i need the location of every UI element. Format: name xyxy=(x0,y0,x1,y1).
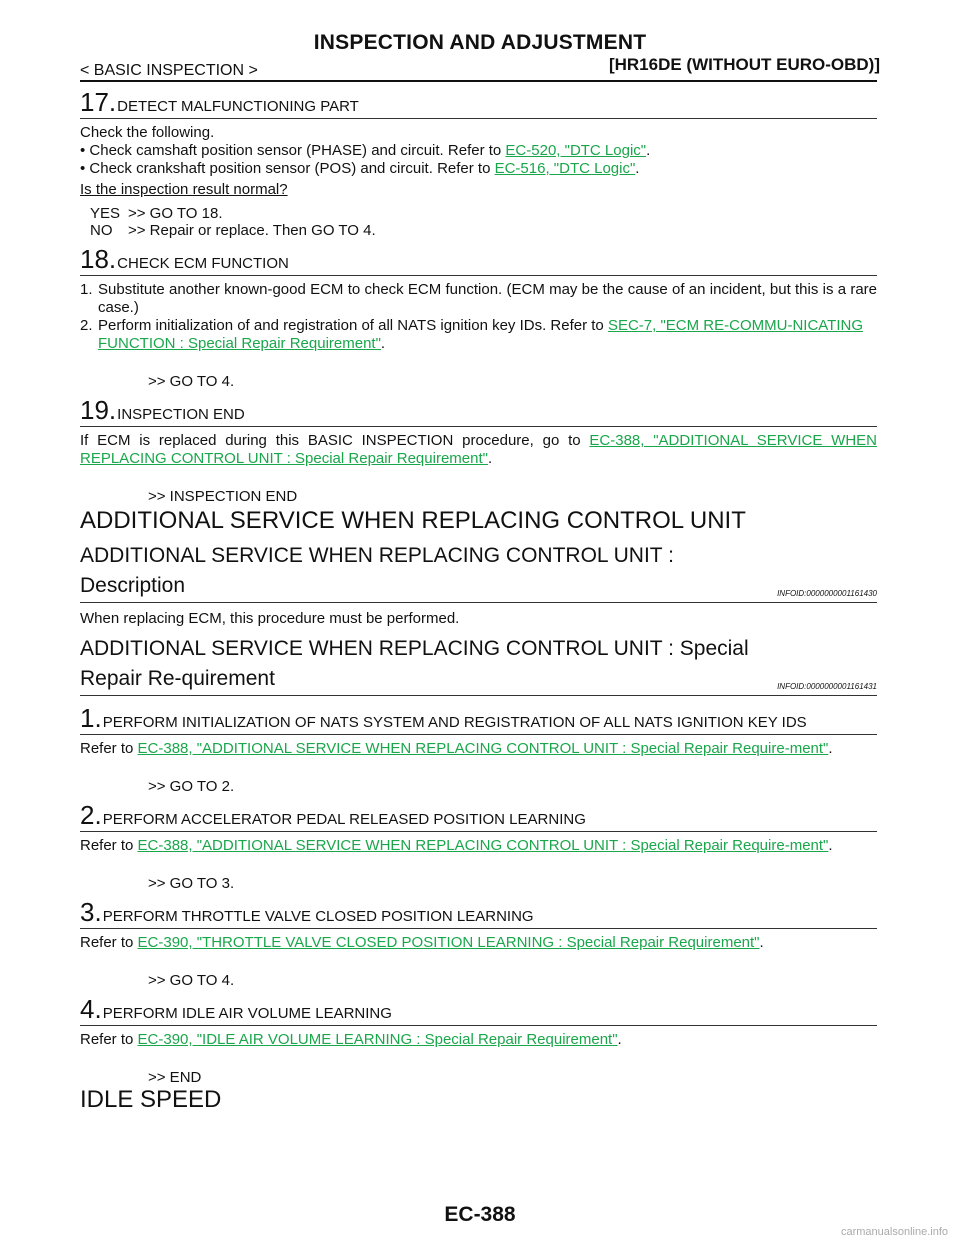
step-heading: 3. PERFORM THROTTLE VALVE CLOSED POSITIO… xyxy=(80,898,877,929)
breadcrumb: < BASIC INSPECTION > xyxy=(80,62,258,79)
step-title: PERFORM INITIALIZATION OF NATS SYSTEM AN… xyxy=(102,714,807,731)
page-title: INSPECTION AND ADJUSTMENT xyxy=(313,31,647,54)
info-id: INFOID:0000000001161431 xyxy=(777,682,877,691)
step-number: 1. xyxy=(80,703,102,733)
goto-text: >> GO TO 4. xyxy=(148,972,235,989)
intro-text: Check the following. xyxy=(80,124,215,141)
srr-step: 2. PERFORM ACCELERATOR PEDAL RELEASED PO… xyxy=(80,801,877,892)
no-label: NO xyxy=(90,222,113,239)
list-item: 2.Perform initialization of and registra… xyxy=(80,317,863,352)
description-heading: ADDITIONAL SERVICE WHEN REPLACING CONTRO… xyxy=(80,541,877,603)
header-rule xyxy=(80,80,877,82)
step-18-list: 1.Substitute another known-good ECM to c… xyxy=(80,281,877,353)
step-18-heading: 18. CHECK ECM FUNCTION xyxy=(80,245,877,276)
sec-7-link[interactable]: SEC-7, "ECM RE-COMMU-NICATING FUNCTION :… xyxy=(98,317,863,352)
list-item: 1.Substitute another known-good ECM to c… xyxy=(80,281,877,316)
step-title: DETECT MALFUNCTIONING PART xyxy=(117,98,359,115)
step-body: Refer to EC-390, "THROTTLE VALVE CLOSED … xyxy=(80,934,764,951)
page-number: EC-388 xyxy=(444,1203,516,1226)
yes-text: >> GO TO 18. xyxy=(128,205,223,222)
ec-390-link[interactable]: EC-390, "IDLE AIR VOLUME LEARNING : Spec… xyxy=(137,1031,618,1048)
ec-390-link[interactable]: EC-390, "THROTTLE VALVE CLOSED POSITION … xyxy=(137,934,760,951)
description-text: When replacing ECM, this procedure must … xyxy=(80,610,460,627)
document-body: 17. DETECT MALFUNCTIONING PART Check the… xyxy=(80,88,877,1114)
step-number: 2. xyxy=(80,800,102,830)
step-number: 17. xyxy=(80,87,117,117)
ec-520-link[interactable]: EC-520, "DTC Logic" xyxy=(505,142,647,159)
step-17-body: Check the following. • Check camshaft po… xyxy=(80,124,877,199)
step-17-heading: 17. DETECT MALFUNCTIONING PART xyxy=(80,88,877,119)
step-heading: 4. PERFORM IDLE AIR VOLUME LEARNING xyxy=(80,995,877,1026)
srr-step: 4. PERFORM IDLE AIR VOLUME LEARNING Refe… xyxy=(80,995,877,1086)
ec-516-link[interactable]: EC-516, "DTC Logic" xyxy=(494,160,636,177)
step-body: Refer to EC-388, "ADDITIONAL SERVICE WHE… xyxy=(80,837,833,854)
step-title: INSPECTION END xyxy=(117,406,245,423)
section-heading: ADDITIONAL SERVICE WHEN REPLACING CONTRO… xyxy=(80,507,746,534)
yes-no-list: YES >> GO TO 18. NO >> Repair or replace. … xyxy=(90,205,877,239)
srr-steps: 1. PERFORM INITIALIZATION OF NATS SYSTEM… xyxy=(80,704,877,1086)
step-19-heading: 19. INSPECTION END xyxy=(80,396,877,427)
ec-388-link[interactable]: EC-388, "ADDITIONAL SERVICE WHEN REPLACI… xyxy=(137,837,829,854)
step-title: CHECK ECM FUNCTION xyxy=(117,255,289,272)
subsection-title: ADDITIONAL SERVICE WHEN REPLACING CONTRO… xyxy=(80,637,749,690)
step-number: 4. xyxy=(80,994,102,1024)
yes-label: YES xyxy=(90,205,121,222)
idle-speed-heading: IDLE SPEED xyxy=(80,1086,222,1113)
info-id: INFOID:0000000001161430 xyxy=(777,589,877,598)
step-number: 18. xyxy=(80,244,117,274)
step-body: Refer to EC-390, "IDLE AIR VOLUME LEARNI… xyxy=(80,1031,622,1048)
goto-text: >> GO TO 3. xyxy=(148,875,235,892)
step-number: 3. xyxy=(80,897,102,927)
srr-step: 1. PERFORM INITIALIZATION OF NATS SYSTEM… xyxy=(80,704,877,795)
step-19-body: If ECM is replaced during this BASIC INS… xyxy=(80,432,877,467)
step-number: 19. xyxy=(80,395,117,425)
srr-step: 3. PERFORM THROTTLE VALVE CLOSED POSITIO… xyxy=(80,898,877,989)
goto-text: >> END xyxy=(148,1069,202,1086)
bullet-item: • Check camshaft position sensor (PHASE)… xyxy=(80,142,651,159)
step-body: Refer to EC-388, "ADDITIONAL SERVICE WHE… xyxy=(80,740,833,757)
goto-text: >> INSPECTION END xyxy=(148,488,298,505)
subsection-title: ADDITIONAL SERVICE WHEN REPLACING CONTRO… xyxy=(80,544,674,597)
bullet-item: • Check crankshaft position sensor (POS)… xyxy=(80,160,640,177)
ec-388-link[interactable]: EC-388, "ADDITIONAL SERVICE WHEN REPLACI… xyxy=(137,740,829,757)
step-title: PERFORM THROTTLE VALVE CLOSED POSITION L… xyxy=(102,908,534,925)
inspection-question: Is the inspection result normal? xyxy=(80,181,288,198)
step-heading: 2. PERFORM ACCELERATOR PEDAL RELEASED PO… xyxy=(80,801,877,832)
goto-text: >> GO TO 2. xyxy=(148,778,235,795)
goto-text: >> GO TO 4. xyxy=(148,373,235,390)
srr-heading: ADDITIONAL SERVICE WHEN REPLACING CONTRO… xyxy=(80,634,877,696)
step-title: PERFORM ACCELERATOR PEDAL RELEASED POSIT… xyxy=(102,811,586,828)
model-label: [HR16DE (WITHOUT EURO-OBD)] xyxy=(608,55,880,74)
no-text: >> Repair or replace. Then GO TO 4. xyxy=(128,222,376,239)
step-title: PERFORM IDLE AIR VOLUME LEARNING xyxy=(102,1005,392,1022)
ec-388-link[interactable]: EC-388, "ADDITIONAL SERVICE WHEN REPLACI… xyxy=(80,432,877,467)
watermark: carmanualsonline.info xyxy=(840,1226,948,1238)
step-heading: 1. PERFORM INITIALIZATION OF NATS SYSTEM… xyxy=(80,704,877,735)
